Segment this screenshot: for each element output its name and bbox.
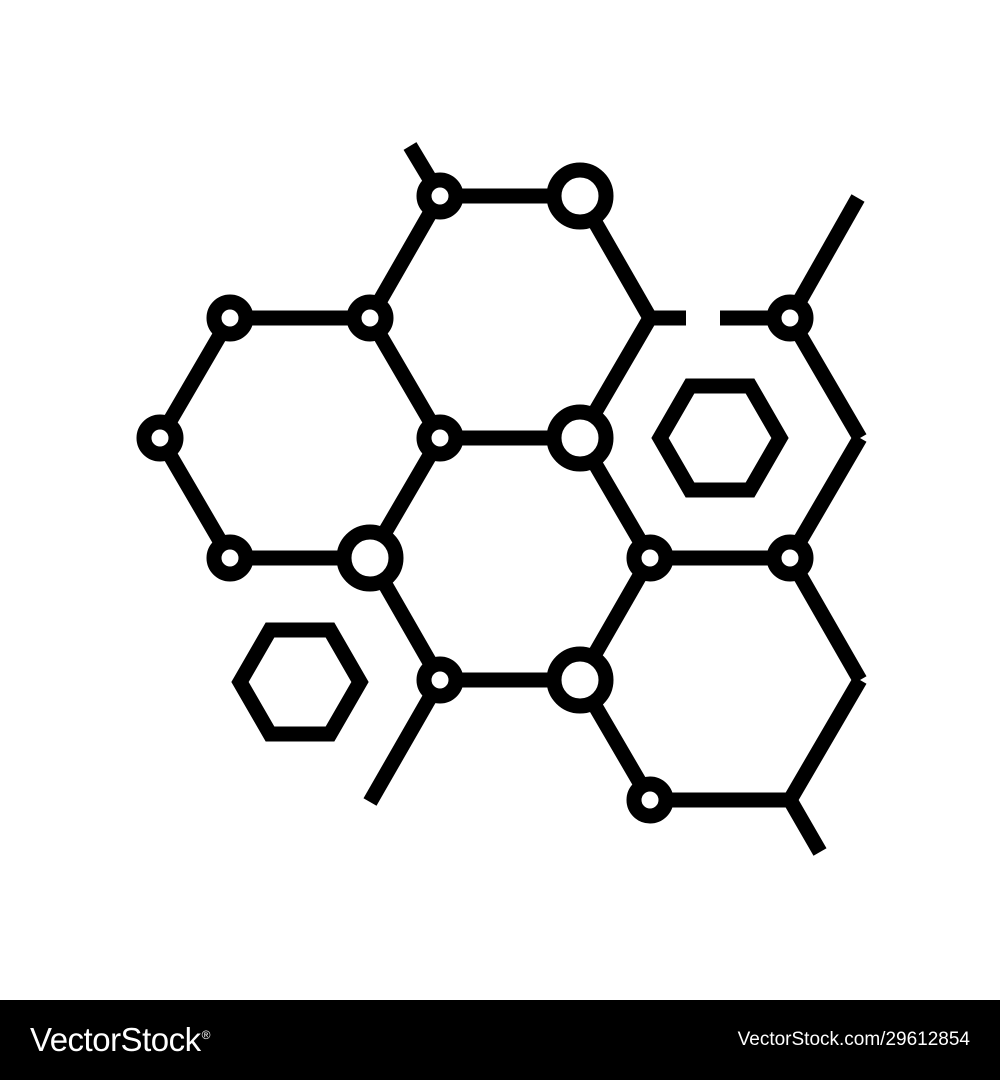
bond-lines [153,142,867,856]
atom-node [766,294,814,342]
small-hexagon-upper-right [651,378,789,498]
atom-node [766,534,814,582]
image-reference: VectorStock.com/29612854 [737,1029,970,1050]
atom-node [416,172,464,220]
atom-node [626,534,674,582]
atom-node [416,414,464,462]
small-hexagon-lower-left [231,622,369,742]
molecule-illustration [136,142,867,856]
watermark-footer: VectorStock® VectorStock.com/29612854 [0,1000,1000,1080]
atom-node [546,162,614,230]
registered-mark: ® [201,1028,211,1042]
atom-nodes [136,162,814,824]
brand-text: VectorStock [30,1021,201,1058]
hexagon-molecule-icon [136,142,867,856]
atom-node [206,294,254,342]
atom-node [136,414,184,462]
atom-node [626,776,674,824]
atom-node [336,524,404,592]
vectorstock-logo[interactable]: VectorStock® [30,1021,210,1059]
atom-node [546,404,614,472]
atom-node [546,646,614,714]
atom-node [416,656,464,704]
atom-node [346,294,394,342]
atom-node [206,534,254,582]
